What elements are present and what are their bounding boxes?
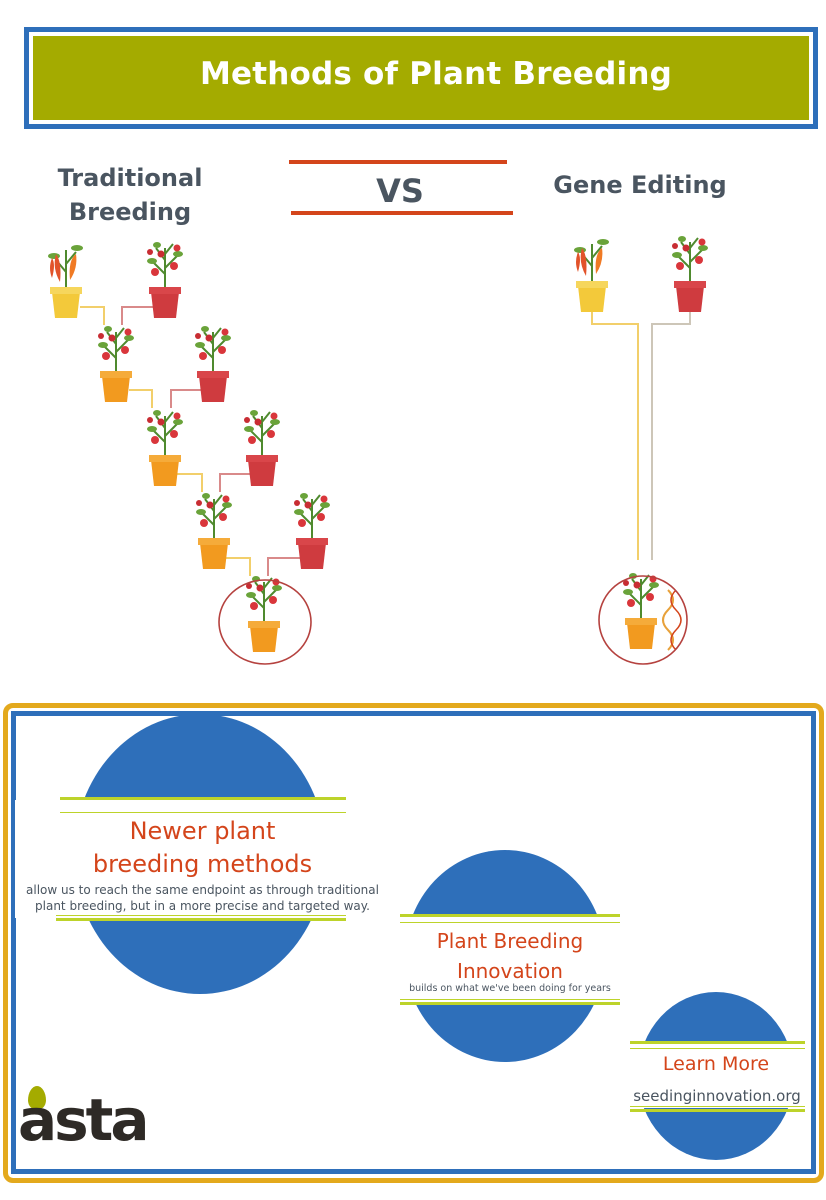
asta-logo-leaf bbox=[28, 1086, 46, 1110]
learn-more-heading: Learn More bbox=[662, 1053, 770, 1075]
vs-bottom-line bbox=[291, 211, 513, 215]
page-title: Methods of Plant Breeding bbox=[199, 56, 673, 92]
innovation-heading: Plant Breeding Innovation bbox=[396, 926, 624, 986]
asta-logo: asta bbox=[18, 1086, 150, 1154]
newer-methods-heading-line1: Newer plant bbox=[129, 817, 276, 845]
innovation-band bbox=[396, 916, 624, 1004]
innovation-stripe-top-thin bbox=[400, 922, 620, 923]
learn-more-band bbox=[626, 1043, 810, 1108]
newer-methods-stripe-top-thin bbox=[60, 812, 346, 813]
learn-more-stripe-top-thin bbox=[630, 1048, 805, 1049]
traditional-label-line1: Traditional bbox=[57, 164, 203, 192]
newer-methods-body-line2: plant breeding, but in a more precise an… bbox=[35, 899, 370, 913]
innovation-stripe-bottom bbox=[400, 1002, 620, 1005]
info-panel-outer-border bbox=[3, 703, 824, 1183]
newer-methods-body: allow us to reach the same endpoint as t… bbox=[15, 882, 390, 914]
traditional-breeding-label: Traditional Breeding bbox=[40, 161, 220, 229]
vs-text: VS bbox=[376, 172, 424, 210]
newer-methods-heading-line2: breeding methods bbox=[92, 850, 313, 878]
innovation-stripe-bottom-thin bbox=[400, 999, 620, 1000]
innovation-stripe-top bbox=[400, 914, 620, 917]
breeding-diagram bbox=[47, 235, 709, 665]
newer-methods-stripe-bottom bbox=[56, 918, 346, 921]
newer-methods-band bbox=[15, 800, 395, 918]
newer-methods-stripe-top bbox=[60, 797, 346, 800]
learn-more-stripe-bottom-thin bbox=[630, 1106, 805, 1107]
vs-top-line bbox=[289, 160, 507, 164]
traditional-label-line2: Breeding bbox=[68, 198, 192, 226]
learn-more-stripe-top bbox=[630, 1041, 805, 1044]
header-fill: Methods of Plant Breeding bbox=[33, 36, 809, 120]
newer-methods-stripe-bottom-thin bbox=[56, 915, 346, 916]
innovation-heading-line2: Innovation bbox=[457, 959, 563, 983]
gene-editing-label: Gene Editing bbox=[553, 171, 727, 199]
learn-more-url-link[interactable]: seedinginnovation.org bbox=[633, 1087, 801, 1105]
newer-methods-heading: Newer plant breeding methods bbox=[15, 815, 390, 881]
header-banner: Methods of Plant Breeding bbox=[24, 27, 818, 129]
newer-methods-body-line1: allow us to reach the same endpoint as t… bbox=[26, 883, 379, 897]
learn-more-stripe-bottom bbox=[630, 1109, 805, 1112]
innovation-body: builds on what we've been doing for year… bbox=[409, 983, 611, 994]
innovation-heading-line1: Plant Breeding bbox=[436, 929, 584, 953]
